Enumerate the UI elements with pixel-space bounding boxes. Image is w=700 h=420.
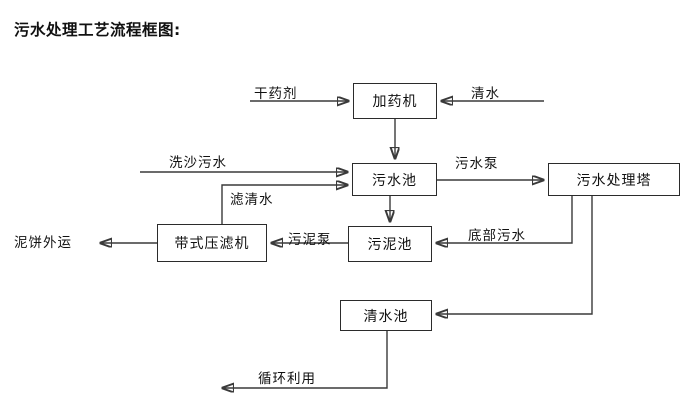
edge-label-sludge-pump: 污泥泵	[288, 232, 332, 248]
node-sewage-pool[interactable]: 污水池	[352, 163, 437, 196]
terminal-dry-chemical: 干药剂	[254, 86, 298, 102]
node-sludge-pool[interactable]: 污泥池	[348, 226, 432, 262]
wire-filtered-water-to-sewage-pool	[221, 185, 348, 224]
terminal-sand-wash-sewage: 洗沙污水	[169, 155, 227, 171]
wire-clean-water-recycle	[222, 331, 388, 388]
node-treatment-tower[interactable]: 污水处理塔	[548, 163, 680, 196]
edge-label-bottom-sewage: 底部污水	[468, 228, 526, 244]
edge-label-filtered-clear-water: 滤清水	[230, 192, 274, 208]
terminal-clean-water-in: 清水	[471, 86, 500, 102]
edge-label-sewage-pump: 污水泵	[455, 156, 499, 172]
wire-bottom-sewage-to-sludge-pool	[436, 196, 573, 243]
node-belt-filter-press[interactable]: 带式压滤机	[157, 224, 267, 262]
node-dosing-machine[interactable]: 加药机	[353, 83, 437, 119]
edge-label-recycle-reuse: 循环利用	[258, 371, 316, 387]
page-title: 污水处理工艺流程框图:	[14, 21, 181, 39]
terminal-mud-cake-out: 泥饼外运	[14, 235, 72, 251]
wire-tower-to-clean-water-pool	[436, 196, 593, 314]
node-clean-water-pool[interactable]: 清水池	[340, 300, 432, 331]
